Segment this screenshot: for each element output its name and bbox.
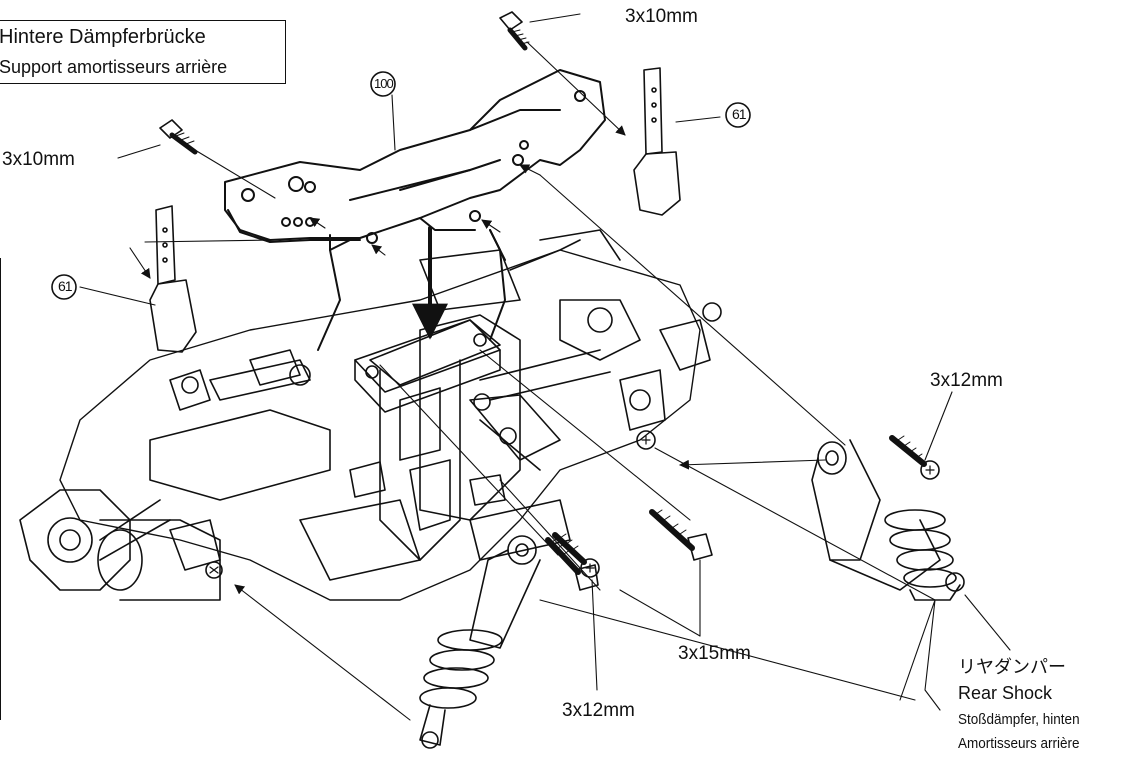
ref-circle-61-right bbox=[725, 102, 751, 128]
left-page-rule bbox=[0, 258, 1, 720]
part-name-de: Hintere Dämpferbrücke bbox=[0, 26, 206, 48]
screw-3x15-a bbox=[545, 537, 599, 591]
screw-3x10-top bbox=[499, 11, 530, 51]
rear-shock-left bbox=[419, 535, 541, 749]
callout-screw-3x10-left: 3x10mm bbox=[2, 149, 75, 170]
mounting-plate bbox=[354, 319, 501, 413]
ref-circle-100 bbox=[370, 71, 396, 97]
shock-label-jp: リヤダンパー bbox=[958, 657, 1066, 677]
callout-leaders bbox=[79, 13, 1011, 691]
callout-screw-3x12-bottom: 3x12mm bbox=[562, 700, 635, 721]
shock-label-fr: Amortisseurs arrière bbox=[958, 735, 1080, 752]
rear-shock-right bbox=[811, 439, 965, 601]
screw-3x10-left bbox=[159, 119, 198, 155]
ball-end-61-right bbox=[633, 67, 681, 216]
shock-tower bbox=[224, 69, 606, 351]
screw-3x12-bottom bbox=[552, 532, 600, 578]
ref-number-61-right: 61 bbox=[732, 106, 747, 122]
part-name-fr: Support amortisseurs arrière bbox=[0, 57, 228, 77]
callout-screw-3x12-right: 3x12mm bbox=[930, 370, 1003, 391]
ref-number-61-left: 61 bbox=[58, 278, 73, 294]
shock-label-en: Rear Shock bbox=[958, 683, 1053, 703]
shock-label-de: Stoßdämpfer, hinten bbox=[958, 711, 1080, 728]
callout-screw-3x10-top: 3x10mm bbox=[625, 6, 698, 27]
ref-number-100: 100 bbox=[374, 76, 394, 91]
screw-3x12-right bbox=[889, 435, 940, 480]
ref-circle-61-left bbox=[51, 274, 77, 300]
assembly-lines bbox=[129, 41, 941, 721]
callout-screw-3x15: 3x15mm bbox=[678, 643, 751, 664]
screw-3x15-b bbox=[649, 509, 713, 561]
ball-end-61-left bbox=[149, 205, 197, 353]
part-name-box: Hintere Dämpferbrücke Support amortisseu… bbox=[0, 20, 286, 84]
chassis-gearbox bbox=[19, 229, 722, 601]
